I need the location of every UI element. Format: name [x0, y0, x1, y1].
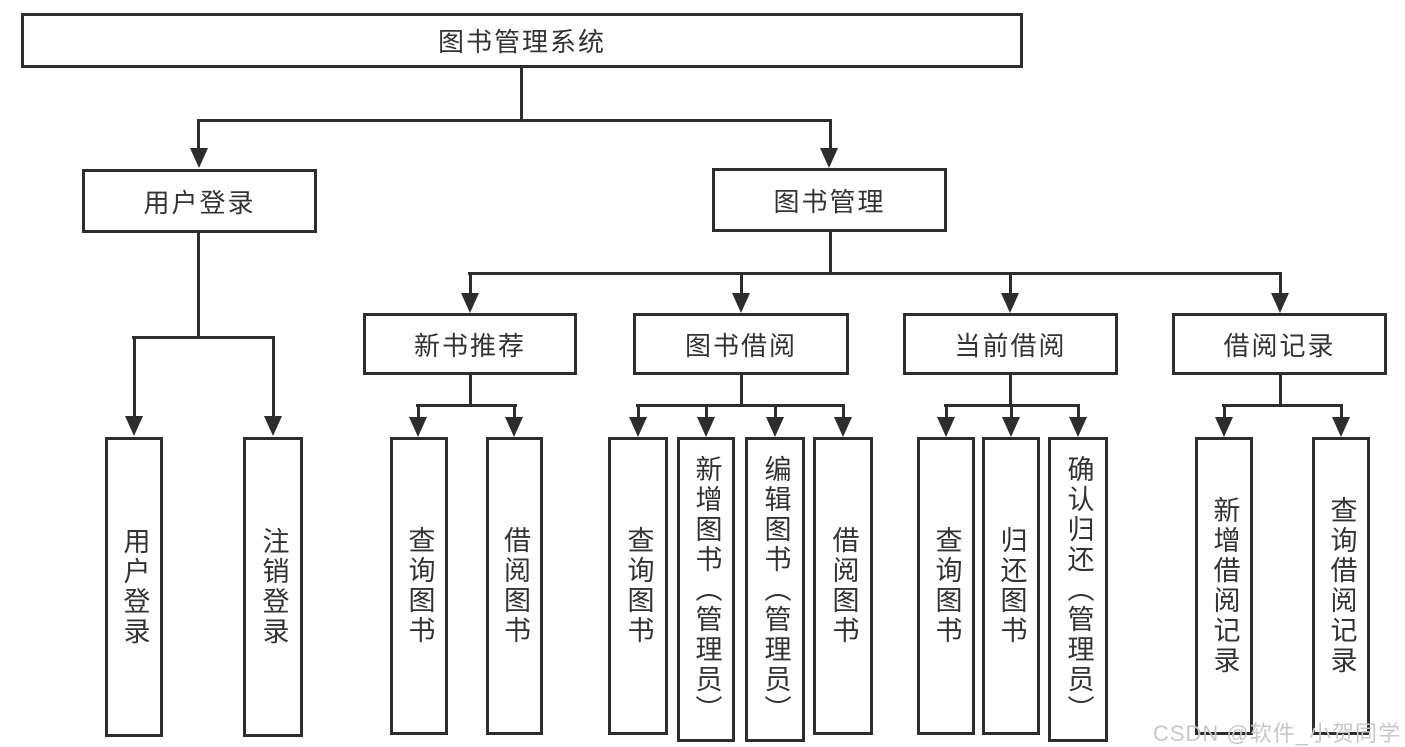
- leaf-query-book-2: 查询图书: [608, 437, 668, 735]
- leaf-label: 借阅图书: [500, 526, 530, 646]
- connector-group1-stem: [469, 375, 472, 407]
- connector-drop: [774, 404, 777, 418]
- leaf-label: 确认归还（管理员）: [1063, 454, 1094, 725]
- leaf-label: 注销登录: [258, 527, 289, 647]
- connector-drop: [637, 404, 640, 418]
- leaf-label: 归还图书: [996, 526, 1027, 646]
- connector-root-hline: [197, 119, 832, 122]
- connector-group3-stem: [1009, 375, 1012, 407]
- connector-drop: [417, 404, 420, 418]
- arrow-down-icon: [820, 148, 838, 168]
- connector-drop: [842, 404, 845, 418]
- leaf-user-login: 用户登录: [105, 437, 163, 737]
- leaf-borrow-book-1: 借阅图书: [486, 437, 543, 735]
- arrow-down-icon: [766, 417, 784, 437]
- connector-drop-login-leaf: [133, 336, 136, 417]
- connector-group4-hline: [1222, 404, 1343, 407]
- leaf-label: 查询图书: [931, 526, 962, 646]
- connector-drop: [705, 404, 708, 418]
- node-root: 图书管理系统: [21, 13, 1023, 68]
- node-user-login-label: 用户登录: [143, 187, 256, 218]
- connector-group2-hline: [636, 404, 845, 407]
- arrow-down-icon: [125, 416, 143, 436]
- node-user-login: 用户登录: [82, 169, 317, 233]
- leaf-label: 用户登录: [119, 527, 150, 647]
- leaf-label: 查询借阅记录: [1326, 496, 1357, 676]
- arrow-down-icon: [629, 417, 647, 437]
- connector-root-stem: [520, 68, 523, 121]
- connector-drop: [1223, 404, 1226, 418]
- node-borrow-record-label: 借阅记录: [1223, 330, 1336, 361]
- connector-drop-book-management: [829, 119, 832, 149]
- leaf-add-book-admin: 新增图书（管理员）: [677, 437, 735, 742]
- node-borrow-record: 借阅记录: [1172, 313, 1387, 375]
- arrow-down-icon: [697, 417, 715, 437]
- arrow-down-icon: [1271, 293, 1289, 313]
- connector-drop-current-borrow: [1009, 272, 1012, 294]
- leaf-edit-book-admin: 编辑图书（管理员）: [745, 437, 805, 742]
- leaf-query-book-3: 查询图书: [917, 437, 975, 735]
- leaf-label: 编辑图书（管理员）: [760, 454, 791, 725]
- connector-book-management-hline: [468, 272, 1282, 275]
- connector-group2-stem: [740, 375, 743, 407]
- leaf-borrow-book-2: 借阅图书: [813, 437, 873, 735]
- connector-drop: [513, 404, 516, 418]
- connector-drop-borrow-record: [1279, 272, 1282, 294]
- node-new-book-recommend-label: 新书推荐: [413, 330, 526, 361]
- connector-drop-user-login: [197, 119, 200, 149]
- leaf-label: 查询图书: [623, 526, 654, 646]
- connector-drop: [1010, 404, 1013, 418]
- node-new-book-recommend: 新书推荐: [363, 313, 577, 375]
- leaf-confirm-return-admin: 确认归还（管理员）: [1048, 437, 1108, 742]
- arrow-down-icon: [190, 148, 208, 168]
- node-book-borrow-label: 图书借阅: [684, 330, 797, 361]
- node-book-management: 图书管理: [712, 168, 947, 232]
- arrow-down-icon: [1002, 417, 1020, 437]
- node-book-management-label: 图书管理: [773, 186, 886, 217]
- connector-user-login-hline: [132, 336, 275, 339]
- connector-drop: [1077, 404, 1080, 418]
- arrow-down-icon: [732, 293, 750, 313]
- connector-group4-stem: [1279, 375, 1282, 407]
- arrow-down-icon: [1001, 293, 1019, 313]
- connector-user-login-stem: [197, 233, 200, 339]
- leaf-add-borrow-record: 新增借阅记录: [1195, 437, 1253, 735]
- node-book-borrow: 图书借阅: [633, 313, 849, 375]
- leaf-label: 借阅图书: [828, 526, 859, 646]
- arrow-down-icon: [834, 417, 852, 437]
- arrow-down-icon: [937, 417, 955, 437]
- connector-drop: [945, 404, 948, 418]
- arrow-down-icon: [264, 416, 282, 436]
- leaf-logout: 注销登录: [243, 437, 303, 737]
- leaf-query-borrow-record: 查询借阅记录: [1312, 437, 1370, 735]
- arrow-down-icon: [461, 293, 479, 313]
- leaf-label: 新增借阅记录: [1209, 496, 1240, 676]
- arrow-down-icon: [1069, 417, 1087, 437]
- connector-drop-logout-leaf: [272, 336, 275, 417]
- node-current-borrow: 当前借阅: [903, 313, 1118, 375]
- arrow-down-icon: [505, 417, 523, 437]
- leaf-return-book: 归还图书: [982, 437, 1040, 735]
- arrow-down-icon: [409, 417, 427, 437]
- connector-book-management-stem: [829, 232, 832, 275]
- csdn-watermark: CSDN @软件_小贺同学: [1152, 721, 1401, 746]
- node-root-label: 图书管理系统: [437, 27, 606, 57]
- node-current-borrow-label: 当前借阅: [954, 330, 1067, 361]
- arrow-down-icon: [1332, 417, 1350, 437]
- arrow-down-icon: [1215, 417, 1233, 437]
- connector-drop-book-borrow: [740, 272, 743, 294]
- leaf-label: 查询图书: [404, 526, 435, 646]
- connector-group1-hline: [416, 404, 517, 407]
- leaf-label: 新增图书（管理员）: [691, 454, 722, 725]
- connector-drop: [1340, 404, 1343, 418]
- connector-drop-new-book: [469, 272, 472, 294]
- leaf-query-book-1: 查询图书: [390, 437, 448, 735]
